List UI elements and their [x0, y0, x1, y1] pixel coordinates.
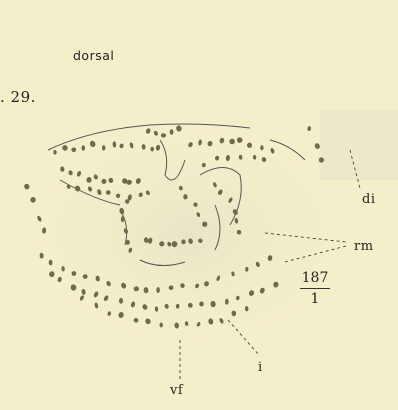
cell-nucleus: [314, 142, 321, 149]
label-vf: vf: [170, 383, 183, 398]
figure-number: . 29.: [0, 88, 36, 106]
upper-band-shading: [320, 110, 398, 180]
magnification-fraction: 187 1: [300, 270, 330, 307]
label-i: i: [258, 360, 263, 375]
magnification-denominator: 1: [300, 289, 330, 307]
label-di: di: [362, 192, 375, 207]
cell-nucleus: [170, 129, 174, 135]
magnification-numerator: 187: [300, 270, 330, 289]
cell-nucleus: [53, 150, 57, 155]
cell-nucleus: [307, 126, 311, 132]
cell-nucleus: [23, 183, 30, 190]
section-shading: [20, 115, 360, 355]
cell-nucleus: [62, 145, 68, 151]
cell-nucleus: [71, 148, 76, 153]
label-rm: rm: [354, 239, 374, 254]
orientation-label: dorsal: [73, 48, 114, 63]
